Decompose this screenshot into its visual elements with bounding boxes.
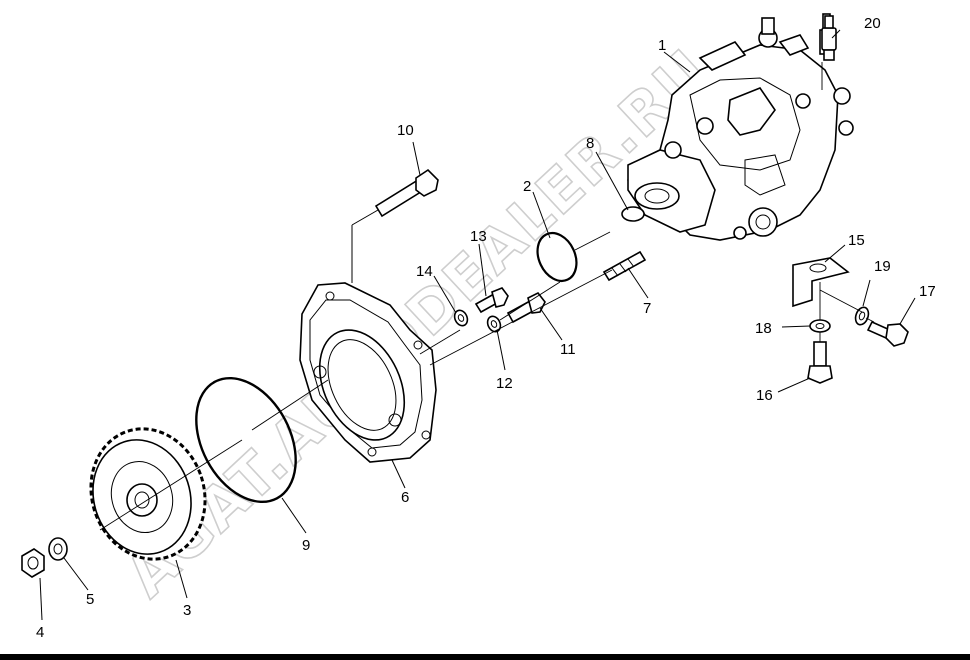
callout-labels: 1 2 3 4 5 6 7 8 9 10 11 12 13 14 15 16 1… (36, 15, 936, 641)
watermark: AGAT.AUTODEALER.RU (112, 35, 723, 611)
callout-14: 14 (416, 263, 433, 280)
gear-part-3 (89, 427, 207, 561)
callout-18: 18 (755, 320, 772, 337)
washer-part-18 (809, 319, 831, 333)
leader-lines (39, 29, 916, 621)
callout-15: 15 (848, 232, 865, 249)
sensor-part-20 (821, 15, 837, 61)
flange-plate-part-6 (299, 282, 437, 463)
washer-part-5 (48, 537, 68, 561)
callout-10: 10 (397, 122, 414, 139)
callout-6: 6 (401, 489, 409, 506)
callout-5: 5 (86, 591, 94, 608)
callout-9: 9 (302, 537, 310, 554)
stud-part-7 (602, 250, 647, 282)
bolt-part-11 (506, 291, 546, 324)
callout-20: 20 (864, 15, 881, 32)
callout-1: 1 (658, 37, 666, 54)
callout-3: 3 (183, 602, 191, 619)
callout-4: 4 (36, 624, 44, 641)
long-bolt-part-10 (374, 168, 439, 218)
callout-17: 17 (919, 283, 936, 300)
callout-8: 8 (586, 135, 594, 152)
washer-part-19 (854, 306, 870, 326)
callout-13: 13 (470, 228, 487, 245)
callout-12: 12 (496, 375, 513, 392)
watermark-text: AGAT.AUTODEALER.RU (113, 36, 722, 611)
bolt-part-13 (474, 287, 509, 314)
callout-16: 16 (756, 387, 773, 404)
small-o-ring-part-2 (536, 231, 578, 283)
bracket-part-15 (792, 257, 850, 308)
washer-part-14 (453, 309, 469, 327)
callout-2: 2 (523, 178, 531, 195)
injection-pump (621, 13, 854, 241)
o-ring-part-9 (195, 376, 297, 504)
callout-11: 11 (560, 341, 576, 358)
callout-7: 7 (643, 300, 651, 317)
bolt-part-16 (807, 341, 833, 384)
washer-part-12 (486, 315, 502, 333)
bolt-part-17 (866, 320, 909, 347)
bottom-border (0, 654, 970, 660)
callout-19: 19 (874, 258, 891, 275)
nut-part-4 (21, 548, 45, 578)
